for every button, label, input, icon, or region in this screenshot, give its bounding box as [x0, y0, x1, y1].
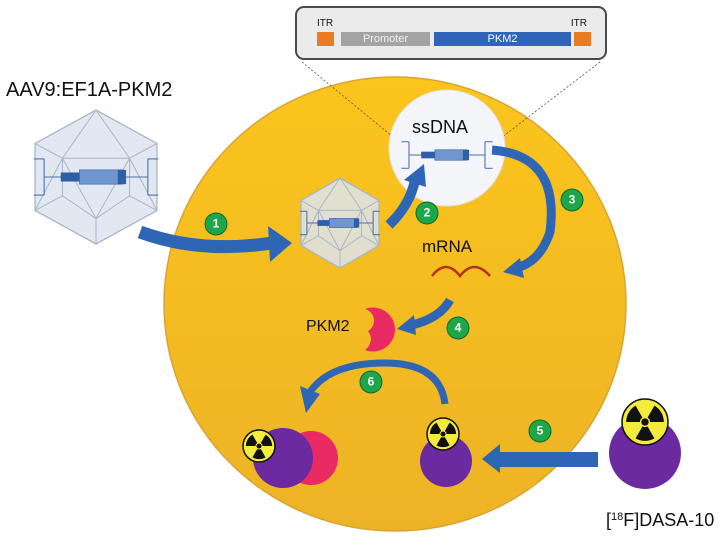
pkm2-gene-segment: PKM2	[434, 32, 571, 46]
itr-hairpin-icon	[33, 158, 45, 196]
itr-right-segment	[574, 32, 591, 46]
tracer-label-name: F]DASA-10	[623, 510, 715, 530]
step-badge-6: 6	[359, 370, 383, 394]
dasa-intracellular-molecule	[420, 435, 472, 487]
step-badge-3: 3	[560, 188, 584, 212]
arrow-step-4	[410, 297, 454, 330]
arrow-step-4-head	[397, 315, 416, 335]
radiation-icon	[621, 398, 669, 446]
nucleus	[388, 89, 506, 207]
pkm2-label: PKM2	[306, 318, 350, 335]
itr-hairpin-icon	[147, 158, 159, 196]
aav-capsid-extracellular	[33, 109, 159, 245]
itr-hairpin-icon	[401, 141, 410, 169]
itr-hairpin-icon	[372, 210, 380, 236]
itr-hairpin-icon	[484, 141, 493, 169]
itr-left-label: ITR	[317, 18, 334, 29]
aav-capsid-intracellular	[300, 177, 380, 269]
itr-right-label: ITR	[570, 18, 587, 29]
ssdna-genome-icon	[401, 141, 493, 169]
vector-label: AAV9:EF1A-PKM2	[6, 79, 173, 101]
tracer-label: [18F]DASA-10	[606, 510, 714, 531]
aav-construct-map: ITR ITR Promoter PKM2	[295, 6, 607, 60]
promoter-segment: Promoter	[341, 32, 430, 46]
arrow-step-3	[491, 145, 556, 273]
step-badge-5: 5	[528, 419, 552, 443]
tracer-label-isotope: 18	[611, 511, 624, 523]
arrow-step-1	[137, 225, 273, 254]
pkm2-protein-icon	[365, 307, 395, 352]
itr-hairpin-icon	[300, 210, 308, 236]
arrow-step-3-head	[503, 258, 524, 278]
radiation-icon	[426, 417, 460, 451]
arrow-step-5	[498, 452, 598, 467]
arrow-step-2	[385, 178, 420, 229]
arrow-step-2-head	[404, 164, 426, 187]
arrow-step-6	[307, 359, 449, 405]
itr-left-segment	[317, 32, 334, 46]
step-badge-4: 4	[446, 316, 470, 340]
arrow-step-5-head	[482, 444, 500, 473]
step-badge-2: 2	[415, 201, 439, 225]
radiation-icon	[242, 429, 276, 463]
tracer-label-bracket: [	[606, 510, 612, 530]
mrna-wave-icon	[431, 265, 491, 279]
step-badge-1: 1	[204, 212, 228, 236]
mrna-label: mRNA	[422, 237, 473, 256]
arrow-step-1-head	[268, 226, 292, 262]
cell-body	[163, 76, 627, 532]
arrow-step-6-head	[300, 386, 320, 413]
ssdna-label: ssDNA	[412, 117, 469, 137]
